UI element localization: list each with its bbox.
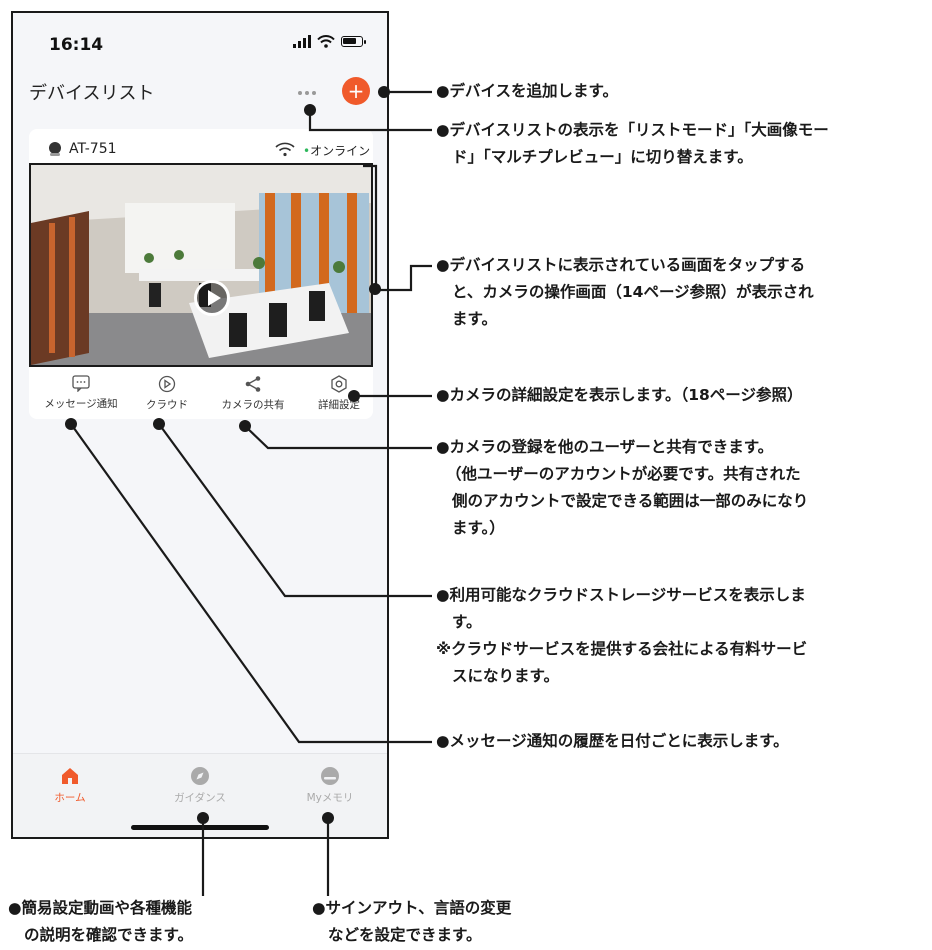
home-indicator [131, 825, 269, 830]
cloud-play-icon [158, 375, 176, 393]
home-icon [62, 768, 78, 784]
tab-home[interactable]: ホーム [25, 766, 115, 805]
action-label: カメラの共有 [221, 399, 285, 411]
detailed-settings-button[interactable]: 詳細設定 [299, 375, 379, 412]
callout-line: （他ユーザーのアカウントが必要です。共有された [446, 465, 801, 483]
callout-line: ●利用可能なクラウドストレージサービスを表示しま [436, 586, 806, 604]
callout-line: す。 [452, 613, 482, 631]
tab-label: ホーム [54, 792, 86, 804]
callout-view-mode: ●デバイスリストの表示を「リストモード」「大画像モー ド」「マルチプレビュー」に… [436, 117, 829, 171]
wifi-status-icon [317, 35, 335, 48]
callout-cloud: ●利用可能なクラウドストレージサービスを表示しま す。 ※クラウドサービスを提供… [436, 582, 807, 690]
device-name: AT-751 [69, 141, 117, 157]
page-title: デバイスリスト [29, 83, 155, 104]
callout-line: ●簡易設定動画や各種機能 [8, 899, 193, 917]
cloud-button[interactable]: クラウド [127, 375, 207, 412]
battery-icon [341, 36, 366, 47]
message-notification-button[interactable]: メッセージ通知 [41, 375, 121, 411]
callout-add-device: ●デバイスを追加します。 [436, 78, 618, 105]
online-status: •オンライン [303, 142, 370, 159]
play-icon[interactable] [194, 280, 230, 316]
tab-label: Myメモリ [306, 792, 354, 804]
message-icon [72, 375, 90, 392]
callout-line: ●デバイスを追加します。 [436, 82, 619, 100]
phone-screen: 16:14 デバイスリスト + AT-751 •オンライン [11, 11, 389, 839]
callout-line: ド」「マルチプレビュー」に切り替えます。 [452, 148, 753, 166]
settings-icon [331, 375, 347, 393]
tab-my-memory[interactable]: Myメモリ [285, 766, 375, 805]
profile-icon [321, 767, 339, 785]
callout-detail-settings: ●カメラの詳細設定を表示します。（18ページ参照） [436, 382, 803, 409]
camera-preview[interactable] [29, 163, 373, 367]
callout-line: ●カメラの登録を他のユーザーと共有できます。 [436, 438, 774, 456]
callout-line: と、カメラの操作画面（14ページ参照）が表示され [452, 283, 814, 301]
callout-tap-preview: ●デバイスリストに表示されている画面をタップする と、カメラの操作画面（14ペー… [436, 252, 814, 333]
plus-icon: + [347, 79, 365, 103]
preview-image [31, 165, 371, 365]
signal-icon [293, 35, 311, 48]
wifi-icon [275, 142, 295, 157]
callout-message: ●メッセージ通知の履歴を日付ごとに表示します。 [436, 728, 789, 755]
tab-guidance[interactable]: ガイダンス [155, 766, 245, 805]
callout-line: などを設定できます。 [328, 926, 482, 944]
camera-device-icon [49, 142, 61, 156]
callout-line: ます。） [452, 519, 505, 537]
callout-line: の説明を確認できます。 [24, 926, 193, 944]
callout-memory: ●サインアウト、言語の変更 などを設定できます。 [312, 895, 511, 949]
action-label: クラウド [146, 399, 188, 411]
status-icons [293, 35, 366, 48]
tab-label: ガイダンス [174, 792, 226, 804]
online-label: オンライン [310, 144, 371, 158]
status-time: 16:14 [49, 35, 104, 55]
callout-line: ●サインアウト、言語の変更 [312, 899, 512, 917]
device-card: AT-751 •オンライン [29, 129, 373, 419]
camera-share-button[interactable]: カメラの共有 [213, 375, 293, 412]
callout-line: ●デバイスリストに表示されている画面をタップする [436, 256, 806, 274]
add-device-button[interactable]: + [342, 77, 370, 105]
action-label: 詳細設定 [318, 399, 360, 411]
callout-line: ●デバイスリストの表示を「リストモード」「大画像モー [436, 121, 829, 139]
callout-share: ●カメラの登録を他のユーザーと共有できます。 （他ユーザーのアカウントが必要です… [436, 434, 808, 542]
callout-line: ※クラウドサービスを提供する会社による有料サービ [436, 640, 808, 658]
callout-guidance: ●簡易設定動画や各種機能 の説明を確認できます。 [8, 895, 193, 949]
callout-line: ます。 [452, 310, 497, 328]
compass-icon [191, 767, 209, 785]
more-options-button[interactable] [293, 83, 321, 103]
action-label: メッセージ通知 [44, 398, 118, 410]
share-icon [245, 376, 261, 392]
online-dot: • [303, 144, 311, 158]
callout-line: ●メッセージ通知の履歴を日付ごとに表示します。 [436, 732, 789, 750]
callout-line: ●カメラの詳細設定を表示します。（18ページ参照） [436, 386, 803, 404]
callout-line: スになります。 [452, 667, 559, 685]
callout-line: 側のアカウントで設定できる範囲は一部のみになり [452, 492, 809, 510]
